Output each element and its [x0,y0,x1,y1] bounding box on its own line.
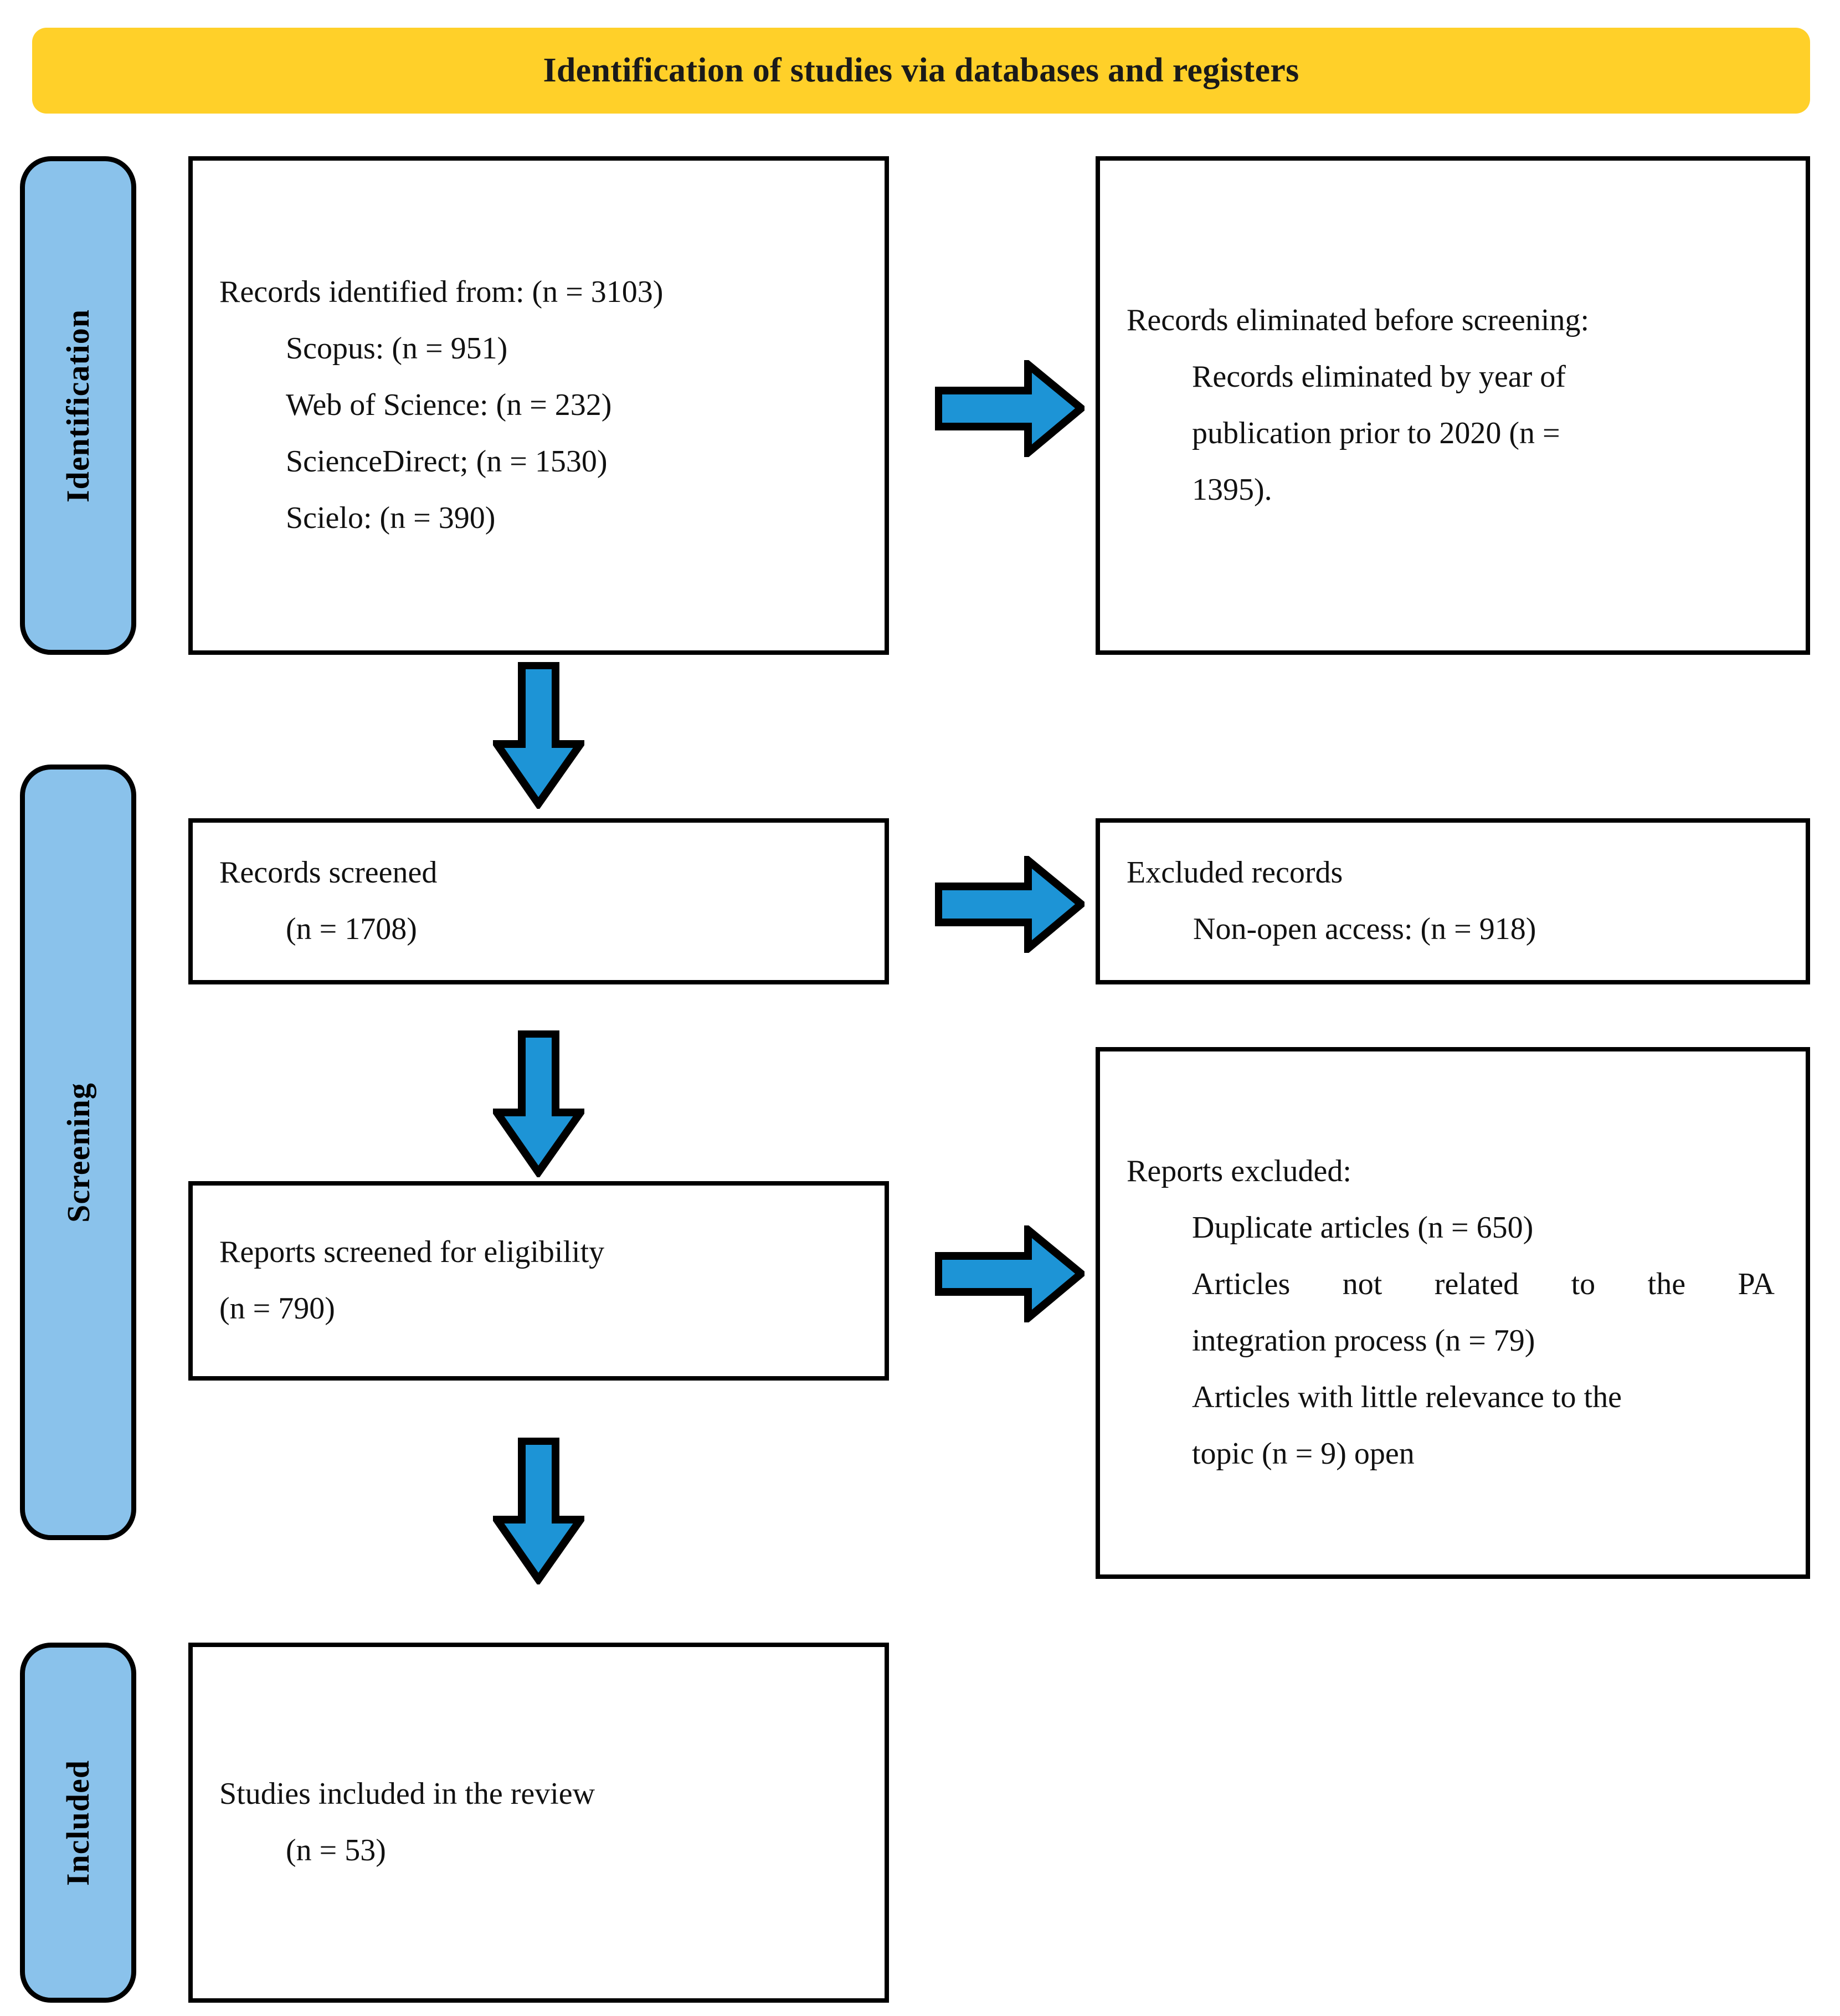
node-line: Web of Science: (n = 232) [286,388,612,423]
stage-pill-identification: Identification [20,156,136,655]
stage-label-identification: Identification [60,309,96,502]
arrow-right-icon-eligibility-to-reports-excluded [935,1225,1085,1322]
node-line: (n = 53) [286,1833,386,1868]
node-line: Records screened [219,855,438,890]
node-line: topic (n = 9) open [1192,1436,1415,1471]
node-line: publication prior to 2020 (n = [1192,416,1560,450]
node-line: Scopus: (n = 951) [286,331,508,366]
page-title: Identification of studies via databases … [543,52,1299,89]
node-line: Reports excluded: [1127,1154,1351,1189]
node-line: Studies included in the review [219,1777,595,1812]
arrow-down-icon-identification-to-screening [493,662,584,809]
node-line: Reports screened for eligibility [219,1235,605,1270]
arrow-down-icon-eligibility-to-included [493,1438,584,1584]
stage-pill-included: Included [20,1643,136,2003]
arrow-right-icon-screened-to-excluded [935,856,1085,953]
node-records-screened: Records screened (n = 1708) [188,818,889,984]
node-records-eliminated-before-screening: Records eliminated before screening: Rec… [1096,156,1810,655]
node-excluded-records: Excluded records Non-open access: (n = 9… [1096,818,1810,984]
node-records-identified: Records identified from: (n = 3103) Scop… [188,156,889,655]
node-line: Non-open access: (n = 918) [1193,912,1536,946]
node-line: Articles with little relevance to the [1192,1379,1622,1414]
node-reports-excluded: Reports excluded: Duplicate articles (n … [1096,1047,1810,1579]
stage-label-included: Included [60,1759,96,1886]
arrow-down-icon-screened-to-eligibility [493,1030,584,1177]
node-line: integration process (n = 79) [1192,1324,1535,1358]
node-line: Scielo: (n = 390) [286,500,496,535]
node-studies-included: Studies included in the review (n = 53) [188,1643,889,2003]
node-line: Records identified from: (n = 3103) [219,275,664,310]
stage-label-screening: Screening [60,1082,96,1223]
diagram-header-banner: Identification of studies via databases … [32,28,1810,114]
node-line: Excluded records [1127,855,1343,890]
node-line: Records eliminated by year of [1192,360,1566,394]
node-line: Duplicate articles (n = 650) [1192,1210,1534,1245]
node-line: Articles not related to the PA [1192,1267,1775,1302]
node-line: 1395). [1192,472,1272,507]
node-line: (n = 790) [219,1291,335,1326]
node-line: Records eliminated before screening: [1127,303,1589,338]
arrow-right-icon-identification-to-elimination [935,360,1085,457]
stage-pill-screening: Screening [20,765,136,1540]
node-reports-screened-for-eligibility: Reports screened for eligibility (n = 79… [188,1181,889,1381]
node-line: (n = 1708) [286,912,417,946]
node-line: ScienceDirect; (n = 1530) [286,444,608,479]
